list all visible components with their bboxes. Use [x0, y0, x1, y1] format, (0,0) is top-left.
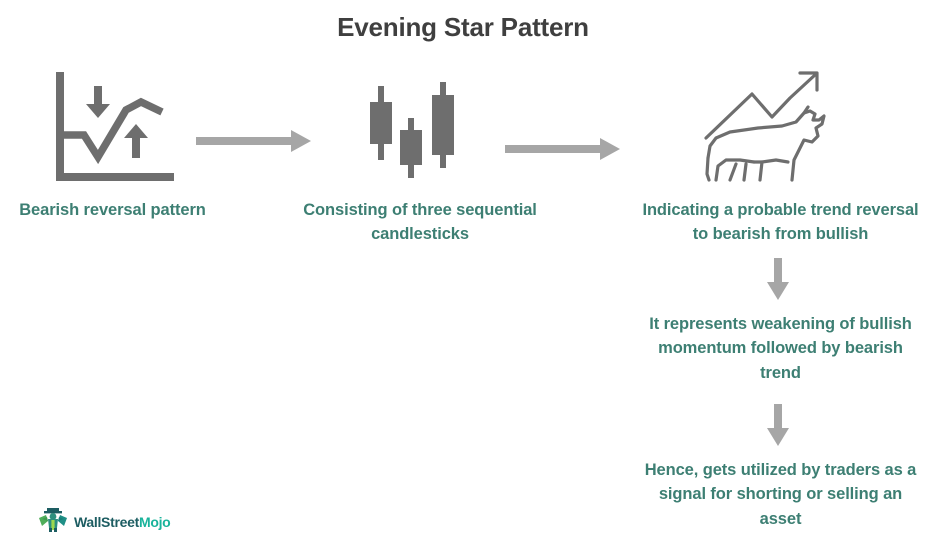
bull-trend-icon: [700, 62, 835, 182]
logo-wordmark-part2: Mojo: [138, 513, 171, 530]
note-2-text: Hence, gets utilized by traders as a sig…: [644, 461, 917, 528]
wallstreetmojo-mascot-icon: [38, 505, 68, 538]
logo-wordmark-part1: WallStreet: [74, 513, 139, 530]
line-chart-reversal-icon: [48, 72, 178, 187]
step-2-caption: Consisting of three sequential candlesti…: [303, 201, 537, 244]
three-candlesticks-icon: [360, 78, 465, 183]
step-3-caption: Indicating a probable trend reversal to …: [642, 201, 919, 244]
page-title: Evening Star Pattern: [337, 12, 589, 42]
down-arrow-icon: [766, 404, 790, 446]
down-arrow-icon: [766, 258, 790, 300]
wallstreetmojo-logo: WallStreetMojo: [38, 505, 171, 538]
right-arrow-icon: [505, 138, 623, 160]
step-1-caption: Bearish reversal pattern: [19, 201, 206, 219]
logo-wordmark: WallStreetMojo: [74, 513, 171, 530]
right-arrow-icon: [196, 130, 312, 152]
note-1-text: It represents weakening of bullish momen…: [649, 315, 912, 382]
